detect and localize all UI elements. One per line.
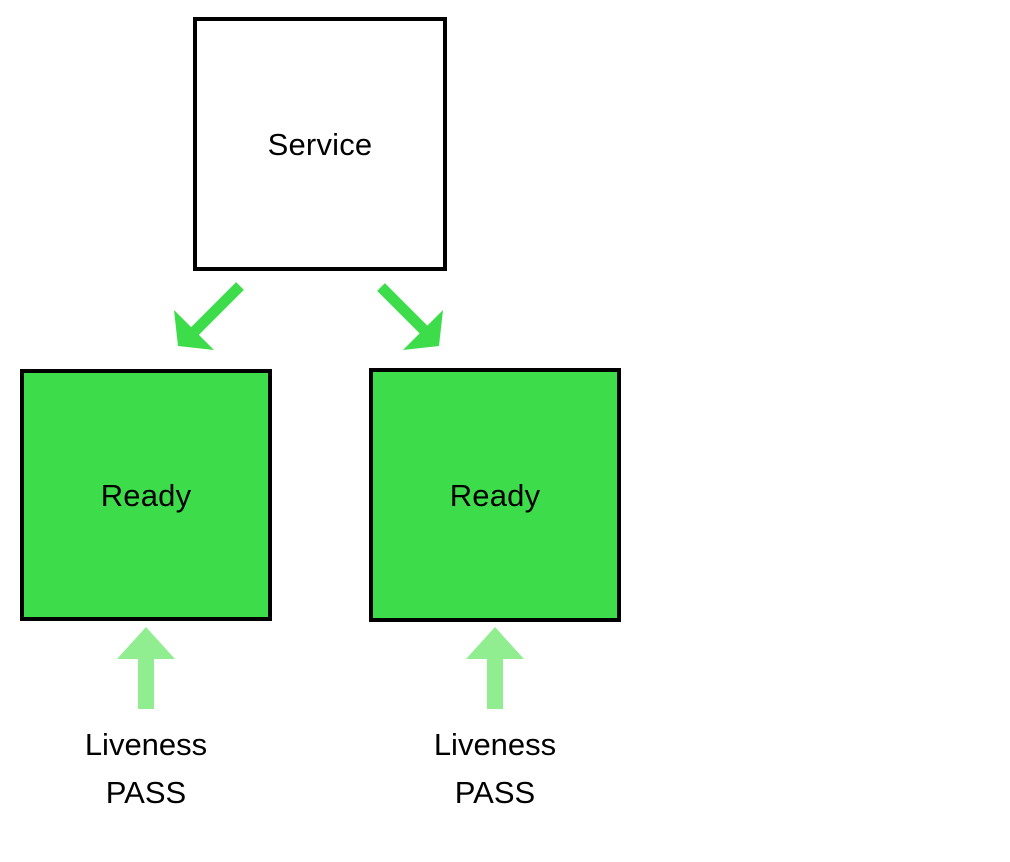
arrow-head (117, 627, 175, 659)
node-service[interactable]: Service (193, 17, 447, 271)
probe-result-right: PASS (454, 775, 536, 811)
arrow-service-to-pod-left (174, 282, 244, 350)
arrow-head (466, 627, 524, 659)
arrow-shaft (377, 283, 431, 337)
arrow-liveness-probe-right (466, 627, 524, 709)
probe-title-right: Liveness (433, 727, 557, 762)
node-pod-right-label: Ready (449, 477, 541, 513)
probe-title-left: Liveness (84, 727, 208, 762)
node-pod-right[interactable]: Ready (369, 368, 621, 622)
node-pod-left-label: Ready (100, 477, 192, 513)
probe-label-liveness-left: Liveness PASS (16, 721, 276, 817)
arrow-head (403, 310, 443, 350)
probe-label-liveness-right: Liveness PASS (365, 721, 625, 817)
arrow-shaft (487, 655, 503, 709)
node-service-label: Service (267, 126, 373, 162)
arrow-head (174, 310, 214, 350)
probe-result-left: PASS (105, 775, 187, 811)
arrow-shaft (188, 282, 244, 338)
arrow-liveness-probe-left (117, 627, 175, 709)
arrow-service-to-pod-right (377, 283, 443, 350)
node-pod-left[interactable]: Ready (20, 369, 272, 621)
arrow-shaft (138, 655, 154, 709)
